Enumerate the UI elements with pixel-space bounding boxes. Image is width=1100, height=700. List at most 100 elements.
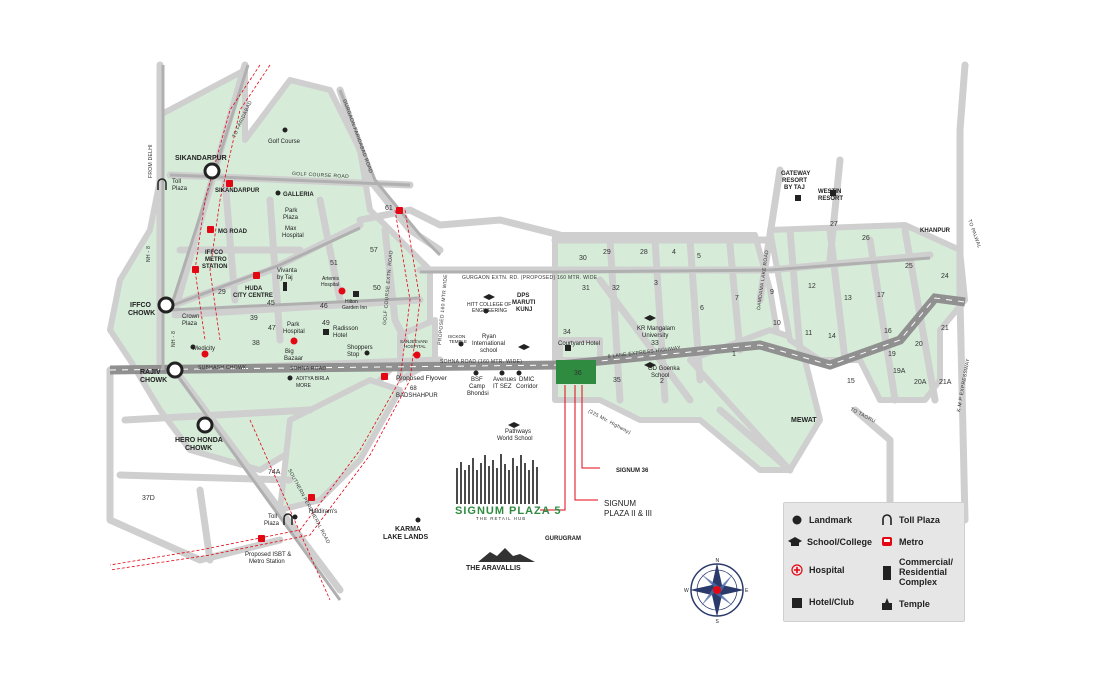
isbt-label: Proposed ISBT &Metro Station (245, 552, 291, 565)
sector-10: 10 (773, 320, 781, 327)
metro-sohna-icon (381, 373, 388, 380)
to-palwal-label: TO PALWAL (966, 219, 982, 250)
nh8-bottom-label: NH - 8 (171, 331, 177, 347)
iffco-junction-icon (157, 296, 175, 314)
sector-61: 61 (385, 205, 393, 212)
legend-commercial: Commercial/ Residential Complex (880, 557, 953, 587)
legend-toll: Toll Plaza (880, 513, 940, 527)
legend-metro: Metro (880, 535, 924, 549)
mewat-label: MEWAT (791, 417, 817, 424)
sector-3: 3 (654, 280, 658, 287)
brand-name: SIGNUM PLAZA 5 (455, 505, 562, 517)
sikandarpur-metro-icon (226, 180, 233, 187)
signum-plaza-5-logo: SIGNUM PLAZA 5 THE RETAIL HUB (455, 454, 562, 521)
aravallis-label: THE ARAVALLIS (466, 565, 521, 572)
sikandarpur-metro-label: SIKANDARPUR (215, 188, 260, 194)
golf-course-label: Golf Course (268, 139, 301, 145)
school-icons (483, 294, 656, 428)
sector-27: 27 (830, 221, 838, 228)
sector-34: 34 (563, 329, 571, 336)
haldirams-metro-icon (308, 494, 315, 501)
school-icon (788, 535, 802, 549)
sector-39: 39 (250, 315, 258, 322)
galleria-label: GALLERIA (283, 192, 314, 198)
sector-29a: 29 (218, 289, 226, 296)
toll-plaza-icons (157, 178, 293, 525)
sector-36-label: 36 (574, 370, 582, 377)
project-site-36[interactable] (556, 360, 596, 384)
sector-4: 4 (672, 249, 676, 256)
mg-road-metro-icon (207, 226, 214, 233)
compass-w: W (684, 588, 689, 594)
brand-tagline: THE RETAIL HUB (476, 516, 526, 521)
sikandarpur-junction-icon (203, 162, 221, 180)
signum-pointers (540, 385, 600, 511)
legend-commercial-label: Commercial/ Residential Complex (899, 557, 954, 587)
sector-19A: 19A (893, 368, 906, 375)
building-icon (880, 565, 894, 580)
hotel-icons (283, 190, 836, 351)
toll-plaza-bottom-icon (283, 513, 293, 525)
compass-icon: N S E W (684, 558, 749, 625)
rajiv-junction-icon (166, 361, 184, 379)
huda-metro-icon (253, 272, 260, 279)
toll-plaza-top-icon (157, 178, 167, 190)
sector-21: 21 (941, 325, 949, 332)
iffco-metro-icon (192, 266, 199, 273)
junctions (157, 162, 221, 434)
legend: Landmark Toll Plaza School/College Metro… (783, 502, 965, 622)
haldirams-label: Haldiram's (309, 509, 337, 515)
landmark-dots (190, 127, 522, 523)
sector-38: 38 (252, 340, 260, 347)
proposed-flyover-label: Proposed Flyover (396, 375, 448, 382)
legend-metro-label: Metro (899, 537, 924, 547)
legend-temple: Temple (880, 597, 930, 611)
sector-numbers: 61 57 51 50 45 46 47 49 39 38 29 74A 37D… (142, 205, 952, 502)
sector-47: 47 (268, 325, 276, 332)
sector-37D: 37D (142, 495, 155, 502)
legend-landmark: Landmark (790, 513, 852, 527)
sector-6: 6 (700, 305, 704, 312)
sector-32: 32 (612, 285, 620, 292)
legend-hotel-label: Hotel/Club (809, 597, 854, 607)
compass-e: E (745, 588, 749, 594)
legend-temple-label: Temple (899, 599, 930, 609)
compass-n: N (716, 558, 720, 564)
compass-s: S (716, 619, 720, 625)
sector-46: 46 (320, 303, 328, 310)
sector-7: 7 (735, 295, 739, 302)
sector-20A: 20A (914, 379, 927, 386)
metro-61-icon (396, 207, 403, 214)
sector-17: 17 (877, 292, 885, 299)
nh8-top-label: NH - 8 (146, 246, 152, 262)
khanpur-label: KHANPUR (920, 228, 951, 234)
sohna-road-left-label: SOHNA ROAD (290, 366, 326, 372)
from-delhi-label: FROM DELHI (148, 144, 154, 178)
landmark-icon (790, 513, 804, 527)
temple-icon (880, 597, 894, 611)
legend-school-label: School/College (807, 537, 873, 547)
sector-29b: 29 (603, 249, 611, 256)
metro-icon (880, 535, 894, 549)
sector-11: 11 (805, 330, 812, 337)
